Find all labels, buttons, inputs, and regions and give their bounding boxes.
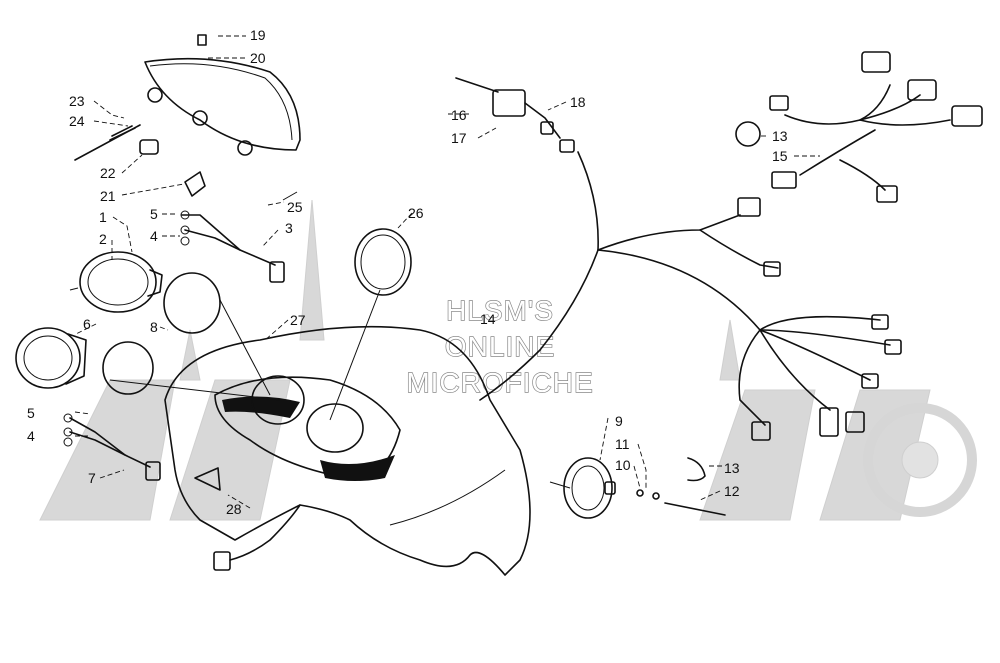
watermark-line-2: ONLINE xyxy=(445,331,555,362)
callout-2: 2 xyxy=(99,231,107,247)
callout-21: 21 xyxy=(100,188,116,204)
callout-17: 17 xyxy=(451,130,467,146)
callout-7: 7 xyxy=(88,470,96,486)
callout-20: 20 xyxy=(250,50,266,66)
bracket-21 xyxy=(184,171,206,197)
callout-19: 19 xyxy=(250,27,266,43)
spring-23 xyxy=(109,125,136,141)
callout-5b: 5 xyxy=(27,405,35,421)
clip-19 xyxy=(197,34,207,46)
speedometer-gauge xyxy=(15,327,87,389)
callout-18: 18 xyxy=(570,94,586,110)
callout-24: 24 xyxy=(69,113,85,129)
callout-14: 14 xyxy=(480,311,496,327)
bulb-harness-3 xyxy=(180,210,285,283)
clamp-13b xyxy=(687,457,706,482)
callout-22: 22 xyxy=(100,165,116,181)
light-housing-9 xyxy=(563,457,726,519)
gauge-ring-8 xyxy=(163,272,221,334)
watermark-line-1: HLSM'S xyxy=(446,295,554,326)
callout-4a: 4 xyxy=(150,228,158,244)
callout-labels: 19 20 23 24 22 21 25 1 2 5 4 3 6 8 27 26… xyxy=(27,27,788,517)
callout-4b: 4 xyxy=(27,428,35,444)
callout-3: 3 xyxy=(285,220,293,236)
bolt-12 xyxy=(664,502,726,516)
clamp-13a xyxy=(735,121,761,147)
gauge-ring-8b xyxy=(102,341,154,395)
callout-26: 26 xyxy=(408,205,424,221)
pin-25 xyxy=(282,191,298,201)
switch-assembly-16-17-18 xyxy=(455,77,575,153)
callout-8: 8 xyxy=(150,319,158,335)
bushing-22 xyxy=(139,139,159,155)
callout-11: 11 xyxy=(615,436,630,452)
callout-5a: 5 xyxy=(150,206,158,222)
callout-13b: 13 xyxy=(724,460,740,476)
callout-9: 9 xyxy=(615,413,623,429)
callout-25: 25 xyxy=(287,199,303,215)
watermark-line-3: MICROFICHE xyxy=(406,367,593,398)
watermark-logo: HLSM'S ONLINE MICROFICHE xyxy=(39,199,977,521)
callout-27: 27 xyxy=(290,312,306,328)
callout-28: 28 xyxy=(226,501,242,517)
main-harness-14 xyxy=(479,151,902,441)
callout-1: 1 xyxy=(99,209,107,225)
leader-lines xyxy=(74,35,820,509)
callout-15: 15 xyxy=(772,148,788,164)
sub-harness-15 xyxy=(735,51,983,203)
callout-23: 23 xyxy=(69,93,85,109)
callout-10: 10 xyxy=(615,457,631,473)
bulb-harness-7 xyxy=(63,413,161,481)
decal-28 xyxy=(194,467,221,491)
nut-11 xyxy=(652,492,660,500)
callout-12: 12 xyxy=(724,483,740,499)
callout-16: 16 xyxy=(451,107,467,123)
instrument-pod-27 xyxy=(164,325,531,576)
callout-6: 6 xyxy=(83,316,91,332)
callout-13a: 13 xyxy=(772,128,788,144)
lower-wire xyxy=(229,504,301,561)
gauge-ring-26 xyxy=(354,228,412,296)
tachometer-gauge xyxy=(69,251,163,313)
headlight-assembly xyxy=(74,34,301,201)
lower-connector xyxy=(213,551,231,571)
washer-10 xyxy=(636,489,644,497)
